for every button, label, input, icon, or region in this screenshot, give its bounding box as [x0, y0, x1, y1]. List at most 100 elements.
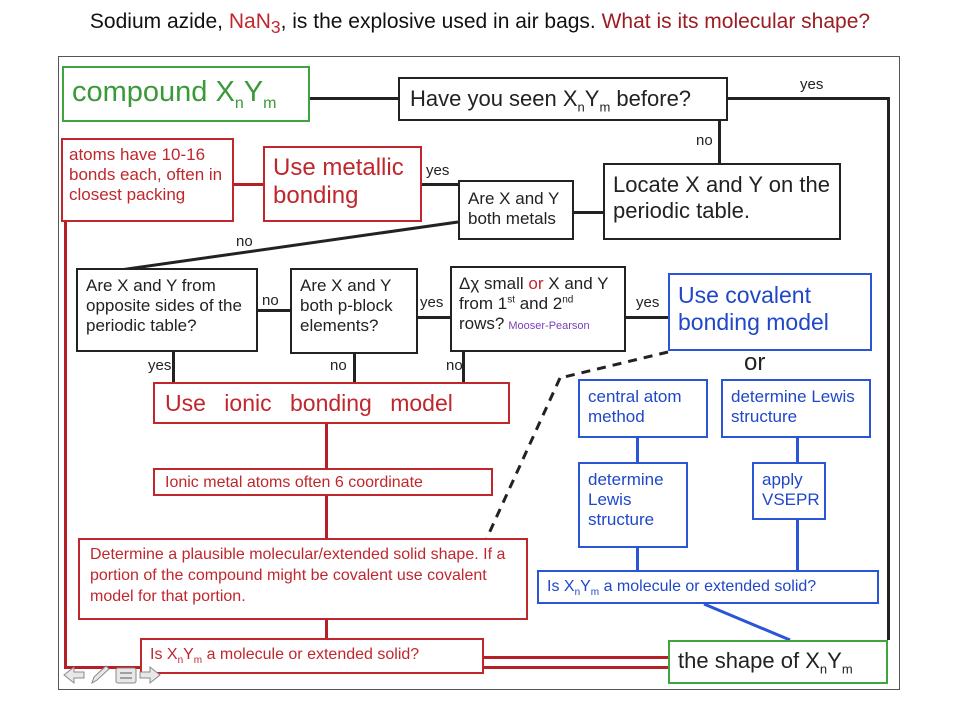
mol-red-sub-n: n [177, 655, 184, 667]
line-metallic-atoms [223, 183, 265, 186]
line-coord-plausible [325, 496, 328, 538]
mol-blue-sub-m: m [590, 587, 600, 599]
label-yes-seen: yes [800, 76, 824, 93]
line-metals-opposite [119, 220, 459, 272]
mol-blue-post: a molecule or extended solid? [599, 578, 817, 595]
formula-text: NaN [228, 10, 271, 33]
dash-covalent-top [559, 350, 669, 380]
line-seen-yes [726, 97, 890, 100]
compound-text: compound X [72, 76, 235, 108]
shape-y: Y [827, 648, 842, 673]
formula-subscript: 3 [270, 17, 281, 38]
line-metals-metallic [420, 183, 460, 186]
line-lewis-mol [636, 548, 639, 570]
shape-sub-m: m [841, 661, 853, 677]
title-text-2: , is the explosive used in air bags. [280, 10, 602, 33]
node-vsepr: apply VSEPR [752, 462, 826, 520]
dchi-sup-1: st [507, 294, 515, 306]
node-plausible: Determine a plausible molecular/extended… [78, 538, 528, 620]
dchi-text-2: X and Y from 1 [459, 274, 609, 314]
label-yes-metals: yes [426, 162, 450, 179]
node-seen-before: Have you seen XnYm before? [398, 77, 728, 121]
pen-icon[interactable] [88, 664, 112, 686]
page-title: Sodium azide, NaN3, is the explosive use… [0, 10, 960, 38]
dchi-symbol: Δχ [459, 274, 480, 293]
node-coord6: Ionic metal atoms often 6 coordinate [153, 468, 493, 496]
or-label: or [744, 349, 766, 376]
label-yes-pblock: yes [420, 294, 444, 311]
line-pblock-dchi [418, 316, 450, 319]
node-covalent: Use covalent bonding model [668, 273, 872, 351]
formula: NaN3 [228, 10, 281, 37]
mol-blue-y: Y [580, 578, 591, 595]
node-locate: Locate X and Y on the periodic table. [603, 163, 841, 240]
label-yes-dchi: yes [636, 294, 660, 311]
line-opp-ionic [172, 352, 175, 382]
label-no-seen: no [696, 132, 713, 149]
seen-sub-m: m [599, 99, 611, 115]
node-mol-solid-red: Is XnYm a molecule or extended solid? [140, 638, 484, 674]
seen-post: before? [610, 86, 692, 111]
line-lewis-vsepr [796, 438, 799, 462]
node-opposite-sides: Are X and Y from opposite sides of the p… [76, 268, 258, 352]
node-ionic: Use ionic bonding model [153, 382, 510, 424]
seen-text: Have you seen X [410, 86, 578, 111]
mol-red-pre: Is X [150, 646, 178, 663]
seen-sub-n: n [577, 99, 585, 115]
label-no-pblock: no [330, 357, 347, 374]
line-vsepr-mol [796, 520, 799, 570]
mol-red-y: Y [183, 646, 194, 663]
node-compound: compound XnYm [62, 66, 310, 122]
line-yes-down [887, 97, 890, 640]
menu-icon[interactable] [114, 664, 138, 686]
dchi-or: or [528, 274, 544, 293]
arrow-left-icon[interactable] [62, 664, 86, 686]
dchi-text-1: small [479, 274, 529, 293]
line-ionic-coord [325, 424, 328, 468]
arrow-right-icon[interactable] [138, 664, 162, 686]
node-atoms-bonds: atoms have 10-16 bonds each, often in cl… [61, 138, 234, 222]
node-shape: the shape of XnYm [668, 640, 888, 684]
dchi-text-3: and 2 [514, 294, 563, 314]
mol-blue-pre: Is X [547, 578, 575, 595]
mol-red-post: a molecule or extended solid? [202, 646, 420, 663]
label-no-metals: no [236, 233, 253, 250]
title-text-1: Sodium azide, [89, 10, 229, 33]
line-dchi-ionic [462, 352, 465, 382]
compound-sub-m: m [263, 94, 277, 112]
dchi-sup-2: nd [562, 294, 574, 306]
label-yes-ionic: yes [148, 357, 172, 374]
line-pblock-ionic [353, 354, 356, 382]
node-p-block: Are X and Y both p-block elements? [290, 268, 418, 354]
node-lewis-left: determine Lewis structure [578, 462, 688, 548]
mol-blue-sub-n: n [574, 587, 581, 599]
line-seen-locate [718, 119, 721, 163]
title-question: What is its molecular shape? [601, 10, 871, 33]
line-mol-shape [484, 656, 668, 659]
node-mol-solid-blue: Is XnYm a molecule or extended solid? [537, 570, 879, 604]
line-central-lewis [636, 438, 639, 464]
dchi-text-4: rows? [459, 314, 505, 334]
node-both-metals: Are X and Y both metals [458, 180, 574, 240]
label-no-opposite: no [262, 292, 279, 309]
mol-red-sub-m: m [193, 655, 203, 667]
line-red-left [64, 222, 67, 668]
line-compound-seen [310, 97, 400, 100]
line-plausible-mol [325, 620, 328, 638]
compound-y: Y [243, 76, 264, 108]
line-mol-shape-blue [703, 602, 791, 642]
node-dchi: Δχ small or X and Y from 1st and 2nd row… [450, 266, 626, 352]
slide-frame [58, 56, 900, 690]
node-metallic: Use metallic bonding [263, 146, 422, 222]
node-central-atom: central atom method [578, 379, 708, 438]
line-opp-pblock [258, 309, 292, 312]
dash-covalent-plausible [484, 377, 562, 541]
label-no-dchi: no [446, 357, 463, 374]
shape-text: the shape of X [678, 648, 820, 673]
shape-sub-n: n [819, 661, 828, 677]
seen-y: Y [584, 86, 600, 111]
compound-sub-n: n [234, 94, 244, 112]
dchi-note: Mooser-Pearson [508, 320, 590, 333]
node-lewis-right: determine Lewis structure [721, 379, 871, 438]
